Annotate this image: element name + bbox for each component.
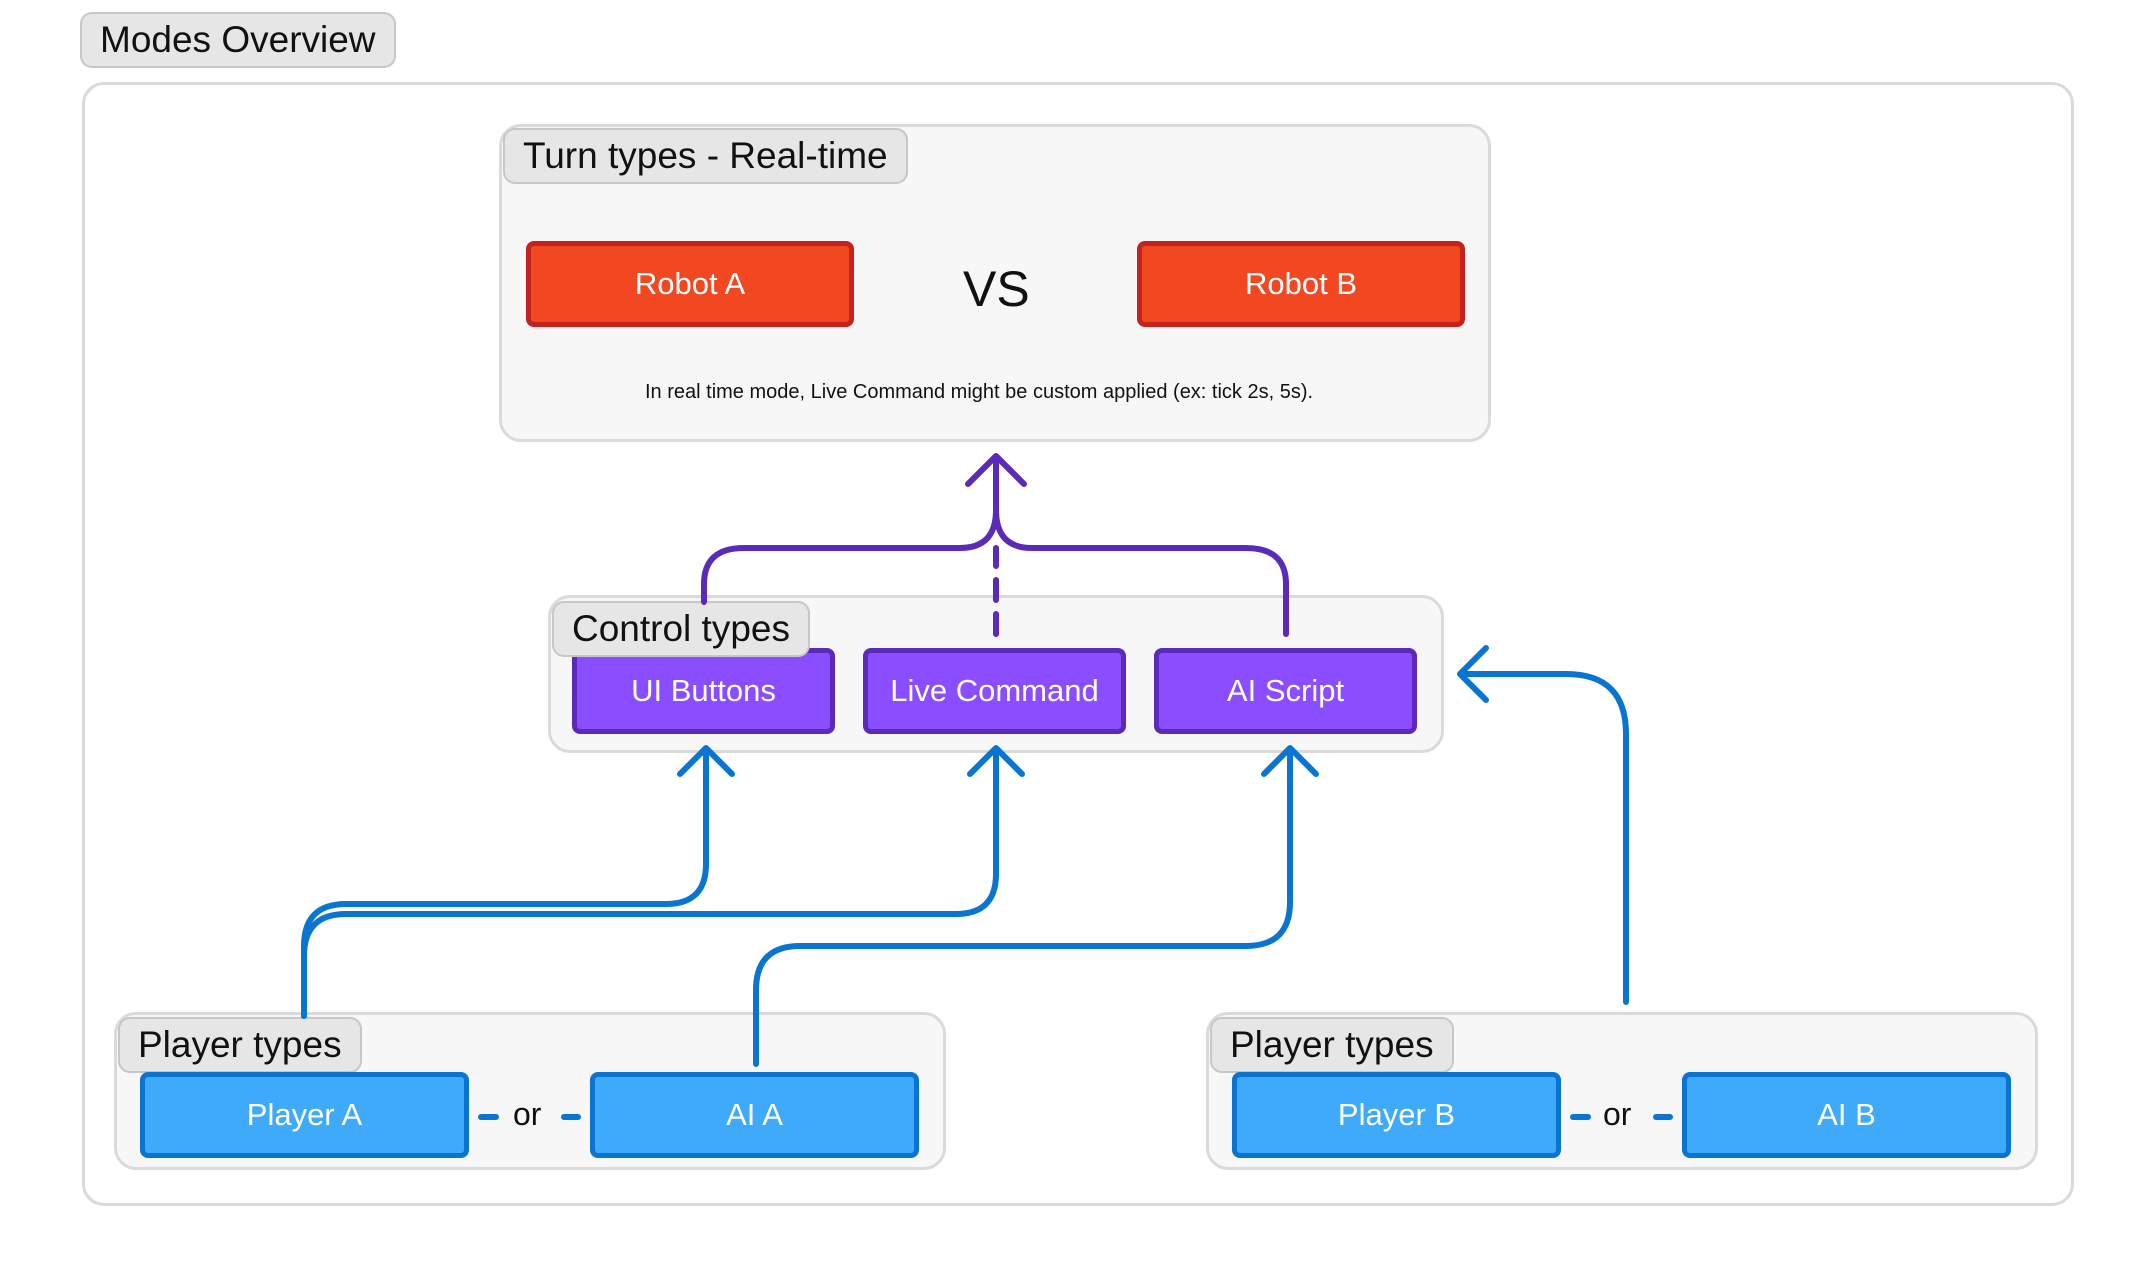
robot-b-node[interactable]: Robot B [1137,241,1465,327]
player-a-node[interactable]: Player A [140,1072,469,1158]
turn-types-title: Turn types - Real-time [503,128,908,184]
robot-a-node[interactable]: Robot A [526,241,854,327]
player-b-or-label: or [1603,1096,1632,1132]
vs-label: VS [963,261,1030,317]
player-b-node[interactable]: Player B [1232,1072,1561,1158]
control-types-title: Control types [552,601,810,657]
player-types-b-title: Player types [1210,1017,1454,1073]
control-ui-buttons-node[interactable]: UI Buttons [572,648,835,734]
ai-b-node[interactable]: AI B [1682,1072,2011,1158]
player-a-or-label: or [513,1096,542,1132]
player-types-a-title: Player types [118,1017,362,1073]
real-time-note: In real time mode, Live Command might be… [645,381,1314,403]
ai-a-node[interactable]: AI A [590,1072,919,1158]
control-live-command-node[interactable]: Live Command [863,648,1126,734]
modes-overview-title: Modes Overview [80,12,396,68]
control-ai-script-node[interactable]: AI Script [1154,648,1417,734]
